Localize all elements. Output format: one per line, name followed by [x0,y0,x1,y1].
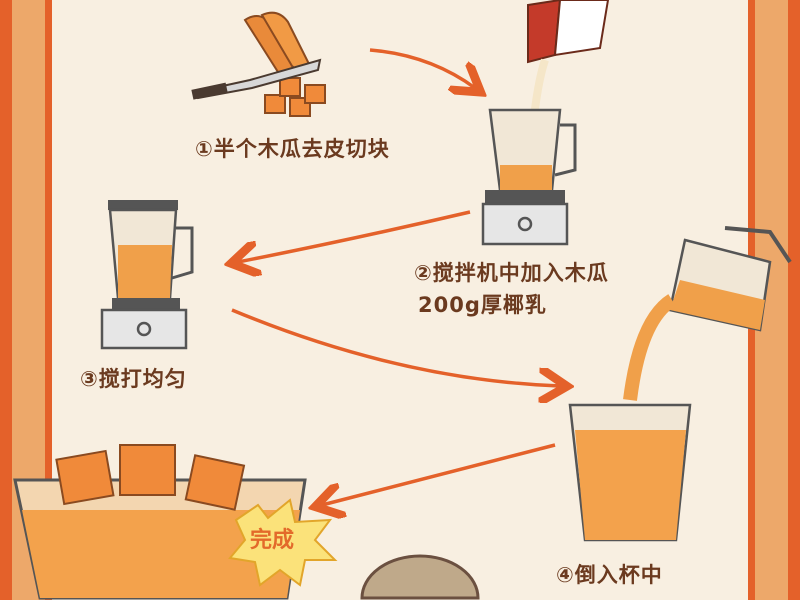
papaya-knife-drawing [191,11,326,117]
step-2-label: ②搅拌机中加入木瓜 [414,261,609,285]
arrow-step2-to-3 [238,210,471,262]
step-3-label: ③搅打均匀 [80,367,187,391]
step-2-label-line2: 200g厚椰乳 [418,293,547,317]
step-1-label: ①半个木瓜去皮切块 [195,137,390,161]
finish-badge: 完成 [250,528,295,553]
pour-into-glass-drawing [568,226,792,542]
arrow-step4-to-finish [322,443,556,505]
arrow-step1-to-2 [369,48,475,88]
blender-blended-drawing [100,200,194,350]
blender-with-milk-drawing [481,0,610,246]
step-4-label: ④倒入杯中 [556,563,663,587]
arrow-step3-to-4 [231,308,560,386]
finished-papaya-milk-drawing [13,444,480,600]
